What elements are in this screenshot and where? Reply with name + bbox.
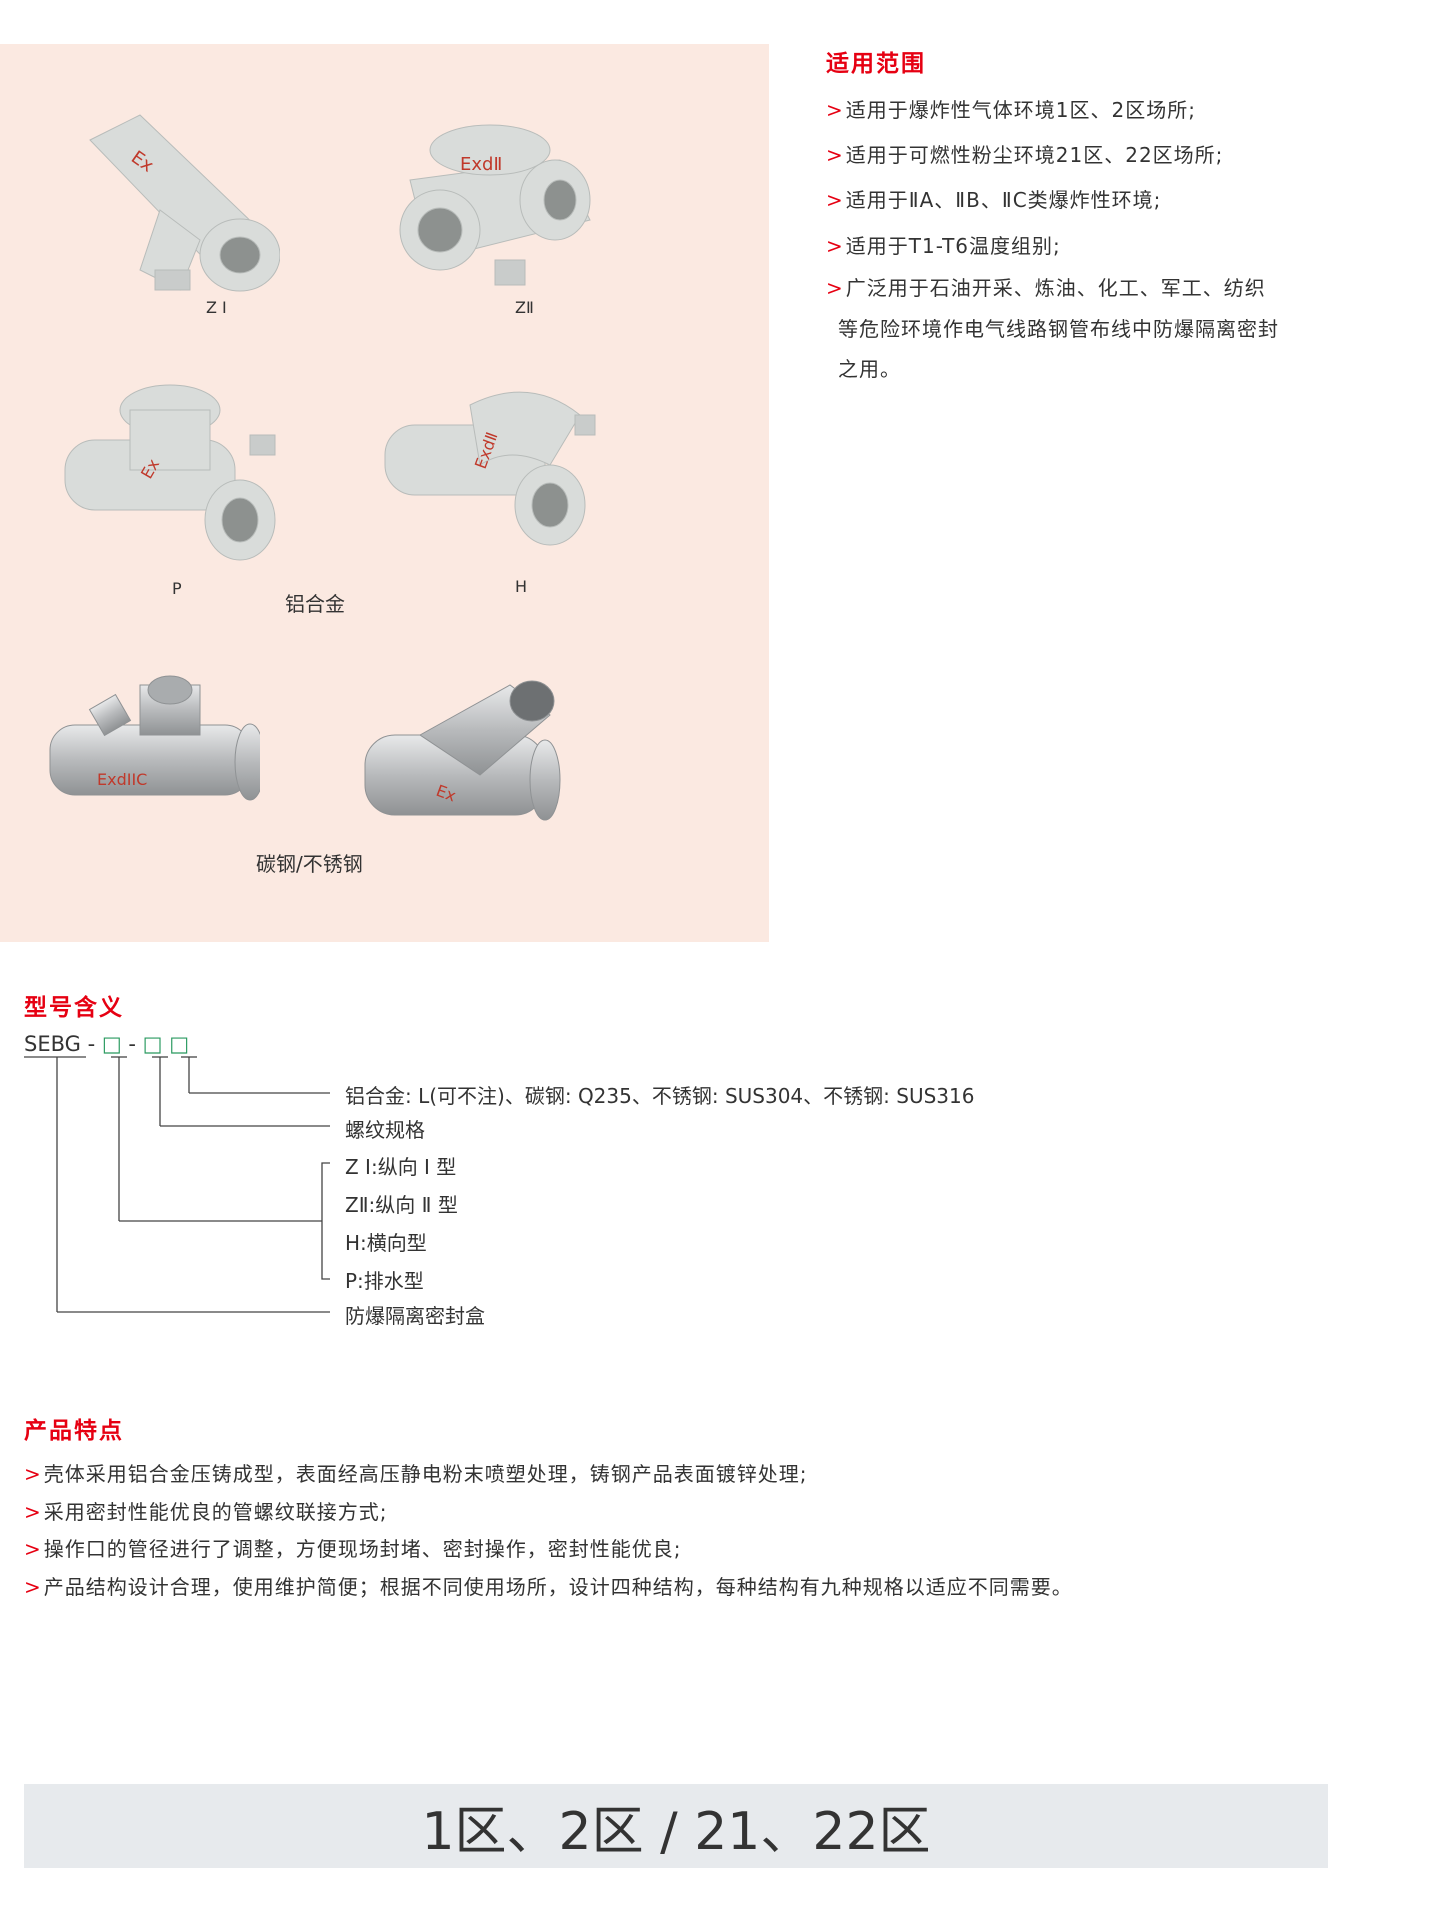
- applicability-heading: 适用范围: [826, 51, 926, 77]
- model-diagram-lines: [24, 1056, 330, 1313]
- item-text: 广泛用于石油开采、炼油、化工、军工、纺织: [845, 276, 1266, 300]
- product-label-h: H: [515, 577, 528, 596]
- features-list: >壳体采用铝合金压铸成型，表面经高压静电粉末喷塑处理，铸钢产品表面镀锌处理; >…: [24, 1458, 1073, 1608]
- bullet-arrow-icon: >: [24, 1462, 42, 1486]
- list-item: >采用密封性能优良的管螺纹联接方式;: [24, 1496, 1073, 1534]
- type-p: P:排水型: [345, 1269, 424, 1293]
- bullet-arrow-icon: >: [826, 276, 844, 300]
- item-text: 操作口的管径进行了调整，方便现场封堵、密封操作，密封性能优良;: [43, 1537, 682, 1561]
- product-label-zi: Z Ⅰ: [206, 298, 227, 317]
- list-item-continuation: 等危险环境作电气线路钢管布线中防爆隔离密封: [838, 317, 1279, 341]
- list-item: >适用于可燃性粉尘环境21区、22区场所;: [826, 139, 1279, 184]
- type-zi: Z Ⅰ:纵向 Ⅰ 型: [345, 1155, 457, 1179]
- bullet-arrow-icon: >: [826, 143, 844, 167]
- applicability-list: >适用于爆炸性气体环境1区、2区场所; >适用于可燃性粉尘环境21区、22区场所…: [826, 94, 1279, 393]
- list-item: >广泛用于石油开采、炼油、化工、军工、纺织: [826, 272, 1279, 313]
- product-h-image: ExdⅡ: [384, 391, 596, 546]
- type-h: H:横向型: [345, 1231, 427, 1255]
- aluminum-caption: 铝合金: [285, 592, 345, 616]
- type-zii: ZⅡ:纵向 Ⅱ 型: [345, 1193, 458, 1217]
- bullet-arrow-icon: >: [826, 234, 844, 258]
- item-text: 适用于可燃性粉尘环境21区、22区场所;: [845, 143, 1224, 167]
- steel-caption: 碳钢/不锈钢: [256, 852, 363, 876]
- item-text: 适用于爆炸性气体环境1区、2区场所;: [845, 98, 1196, 122]
- product-label-p: P: [172, 579, 182, 598]
- model-prefix: SEBG: [24, 1032, 81, 1056]
- bullet-arrow-icon: >: [826, 188, 844, 212]
- item-text: 适用于ⅡA、ⅡB、ⅡC类爆炸性环境;: [845, 188, 1162, 212]
- bullet-arrow-icon: >: [24, 1574, 42, 1599]
- bullet-arrow-icon: >: [24, 1499, 42, 1524]
- model-thread-box: □: [142, 1032, 163, 1056]
- product-steel-tee-image: ExdIIC: [49, 675, 260, 801]
- list-item: >壳体采用铝合金压铸成型，表面经高压静电粉末喷塑处理，铸钢产品表面镀锌处理;: [24, 1458, 1073, 1496]
- list-item: >适用于ⅡA、ⅡB、ⅡC类爆炸性环境;: [826, 184, 1279, 230]
- model-heading: 型号含义: [24, 995, 124, 1021]
- list-item: >产品结构设计合理，使用维护简便；根据不同使用场所，设计四种结构，每种结构有九种…: [24, 1571, 1073, 1609]
- separator: -: [87, 1032, 96, 1056]
- item-text: 壳体采用铝合金压铸成型，表面经高压静电粉末喷塑处理，铸钢产品表面镀锌处理;: [43, 1462, 808, 1486]
- thread-note: 螺纹规格: [345, 1118, 425, 1142]
- bullet-arrow-icon: >: [24, 1537, 42, 1561]
- item-text: 产品结构设计合理，使用维护简便；根据不同使用场所，设计四种结构，每种结构有九种规…: [43, 1574, 1073, 1599]
- item-text: 采用密封性能优良的管螺纹联接方式;: [43, 1499, 388, 1524]
- product-p-image: Ex: [64, 384, 276, 561]
- product-zii-image: ExdⅡ: [399, 124, 591, 286]
- ex-mark: ExdⅡ: [460, 154, 502, 175]
- bullet-arrow-icon: >: [826, 98, 844, 122]
- model-code: SEBG - □ - □ □: [24, 1032, 189, 1056]
- list-item: >操作口的管径进行了调整，方便现场封堵、密封操作，密封性能优良;: [24, 1533, 1073, 1571]
- ex-mark: ExdIIC: [97, 770, 147, 789]
- item-text: 适用于T1-T6温度组别;: [845, 234, 1061, 258]
- product-steel-y-image: Ex: [364, 680, 561, 821]
- model-type-box: □: [101, 1032, 122, 1056]
- separator: -: [128, 1032, 136, 1056]
- zone-banner: 1区、2区 / 21、22区: [24, 1784, 1328, 1868]
- features-heading: 产品特点: [24, 1418, 124, 1444]
- list-item-continuation: 之用。: [838, 357, 901, 381]
- product-zi-image: Ex: [89, 114, 280, 292]
- product-label-zii: ZⅡ: [515, 298, 534, 317]
- list-item: >适用于T1-T6温度组别;: [826, 230, 1279, 272]
- list-item: >适用于爆炸性气体环境1区、2区场所;: [826, 94, 1279, 139]
- material-note: 铝合金: L(可不注)、碳钢: Q235、不锈钢: SUS304、不锈钢: SU…: [345, 1084, 975, 1108]
- product-name: 防爆隔离密封盒: [345, 1304, 485, 1328]
- model-material-box: □: [169, 1032, 190, 1056]
- zone-banner-text: 1区、2区 / 21、22区: [421, 1801, 931, 1862]
